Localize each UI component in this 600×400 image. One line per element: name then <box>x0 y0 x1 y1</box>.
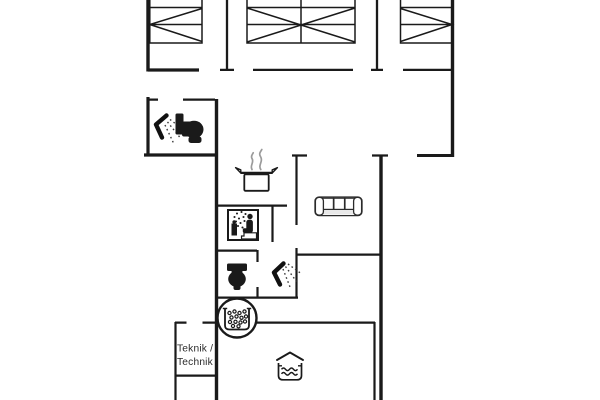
sofa-icon <box>314 196 363 217</box>
hall-wall-segments <box>148 98 388 157</box>
pool-roof <box>276 351 304 361</box>
technik-label-line1: Teknik / <box>177 344 213 355</box>
outer-wall-verticals <box>146 0 455 400</box>
whirlpool-tub <box>224 308 250 331</box>
whirlpool-bubbles <box>227 309 249 329</box>
technik-label-line2: Technik <box>177 357 214 368</box>
pool-icon <box>276 351 304 381</box>
outer-walls <box>144 0 455 400</box>
pot-handles <box>234 166 279 174</box>
sofa-seat-shade <box>317 208 360 215</box>
shower-spray <box>282 263 302 288</box>
steam-icon <box>250 148 263 171</box>
bedroom-walls <box>220 0 452 72</box>
pool-waves <box>280 367 299 376</box>
toilet-icon-top <box>175 113 204 143</box>
cooking-pot-icon <box>234 148 279 192</box>
sauna-stove <box>231 223 237 236</box>
sauna-steam-dots <box>233 210 247 229</box>
single-bed-icon-left <box>147 0 203 44</box>
technik-label: Teknik / Technik <box>177 344 214 369</box>
sauna-bench <box>240 232 258 240</box>
shower-head <box>153 113 169 140</box>
whirlpool-icon <box>216 297 258 339</box>
inner-walls <box>148 98 388 400</box>
toilet-icon-lower <box>227 263 247 290</box>
sauna-icon <box>227 209 259 241</box>
double-bed-icon <box>246 0 356 44</box>
bedroom-dividers <box>220 0 452 72</box>
single-bed-icon-right <box>399 0 455 44</box>
pot-body <box>243 173 270 192</box>
interior-wall-segments <box>174 155 381 400</box>
bathroom-outer-walls <box>144 68 218 157</box>
shower-head <box>271 261 286 287</box>
sauna-person <box>247 213 253 220</box>
shower-icon-lower <box>271 261 302 288</box>
